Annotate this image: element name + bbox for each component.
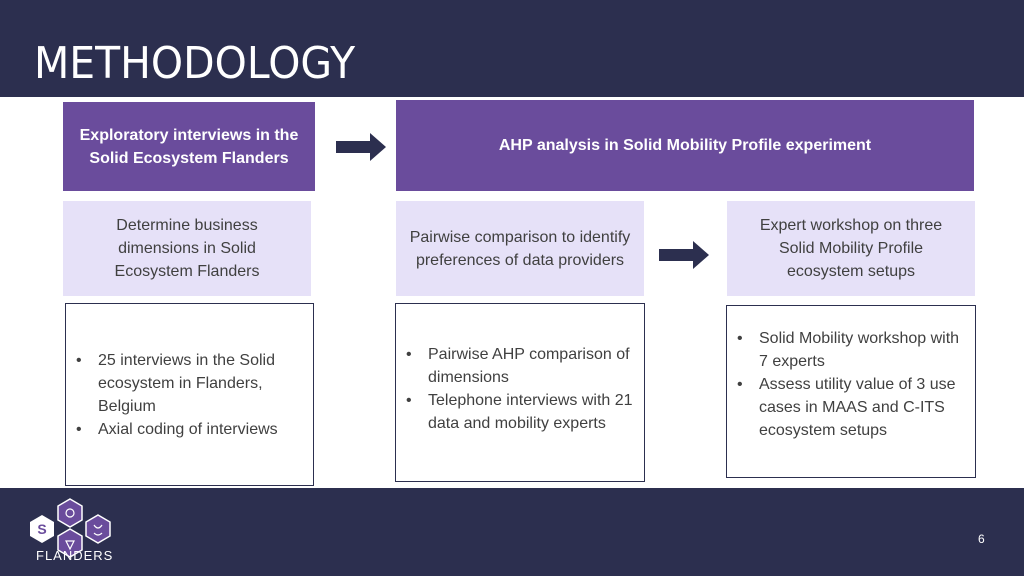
phase2-details-a-list: Pairwise AHP comparison of dimensions Te…: [396, 343, 644, 435]
list-item: Assess utility value of 3 use cases in M…: [737, 373, 965, 442]
phase1-step-box: Determine business dimensions in Solid E…: [63, 201, 311, 296]
phase2-step-a-box: Pairwise comparison to identify preferen…: [396, 201, 644, 296]
arrow-right-icon: [659, 241, 709, 269]
logo-text: FLANDERS: [36, 548, 114, 563]
list-item: 25 interviews in the Solid ecosystem in …: [76, 349, 303, 418]
phase2-details-b-list: Solid Mobility workshop with 7 experts A…: [727, 327, 975, 442]
phase1-header-text: Exploratory interviews in the Solid Ecos…: [79, 126, 299, 167]
phase2-details-a-box: Pairwise AHP comparison of dimensions Te…: [395, 303, 645, 482]
phase1-header-box: Exploratory interviews in the Solid Ecos…: [63, 102, 315, 191]
svg-text:S: S: [37, 521, 46, 537]
phase2-step-a-text: Pairwise comparison to identify preferen…: [409, 228, 631, 269]
arrow-right-icon: [336, 133, 386, 161]
phase2-step-b-text: Expert workshop on three Solid Mobility …: [759, 217, 943, 280]
list-item: Solid Mobility workshop with 7 experts: [737, 327, 965, 373]
phase1-step-text: Determine business dimensions in Solid E…: [114, 217, 260, 280]
phase2-header-text: AHP analysis in Solid Mobility Profile e…: [498, 137, 872, 154]
list-item: Telephone interviews with 21 data and mo…: [406, 389, 634, 435]
phase1-details-box: 25 interviews in the Solid ecosystem in …: [65, 303, 314, 486]
solid-flanders-hexagon-logo-icon: S: [30, 498, 111, 558]
phase1-details-list: 25 interviews in the Solid ecosystem in …: [66, 349, 313, 441]
slide-title: METHODOLOGY: [34, 38, 356, 89]
footer-bar: [0, 488, 1024, 576]
header-bar: METHODOLOGY: [0, 0, 1024, 97]
page-number: 6: [978, 532, 985, 546]
list-item: Pairwise AHP comparison of dimensions: [406, 343, 634, 389]
phase2-header-box: AHP analysis in Solid Mobility Profile e…: [396, 100, 974, 191]
phase2-details-b-box: Solid Mobility workshop with 7 experts A…: [726, 305, 976, 478]
phase2-step-b-box: Expert workshop on three Solid Mobility …: [727, 201, 975, 296]
list-item: Axial coding of interviews: [76, 418, 303, 441]
